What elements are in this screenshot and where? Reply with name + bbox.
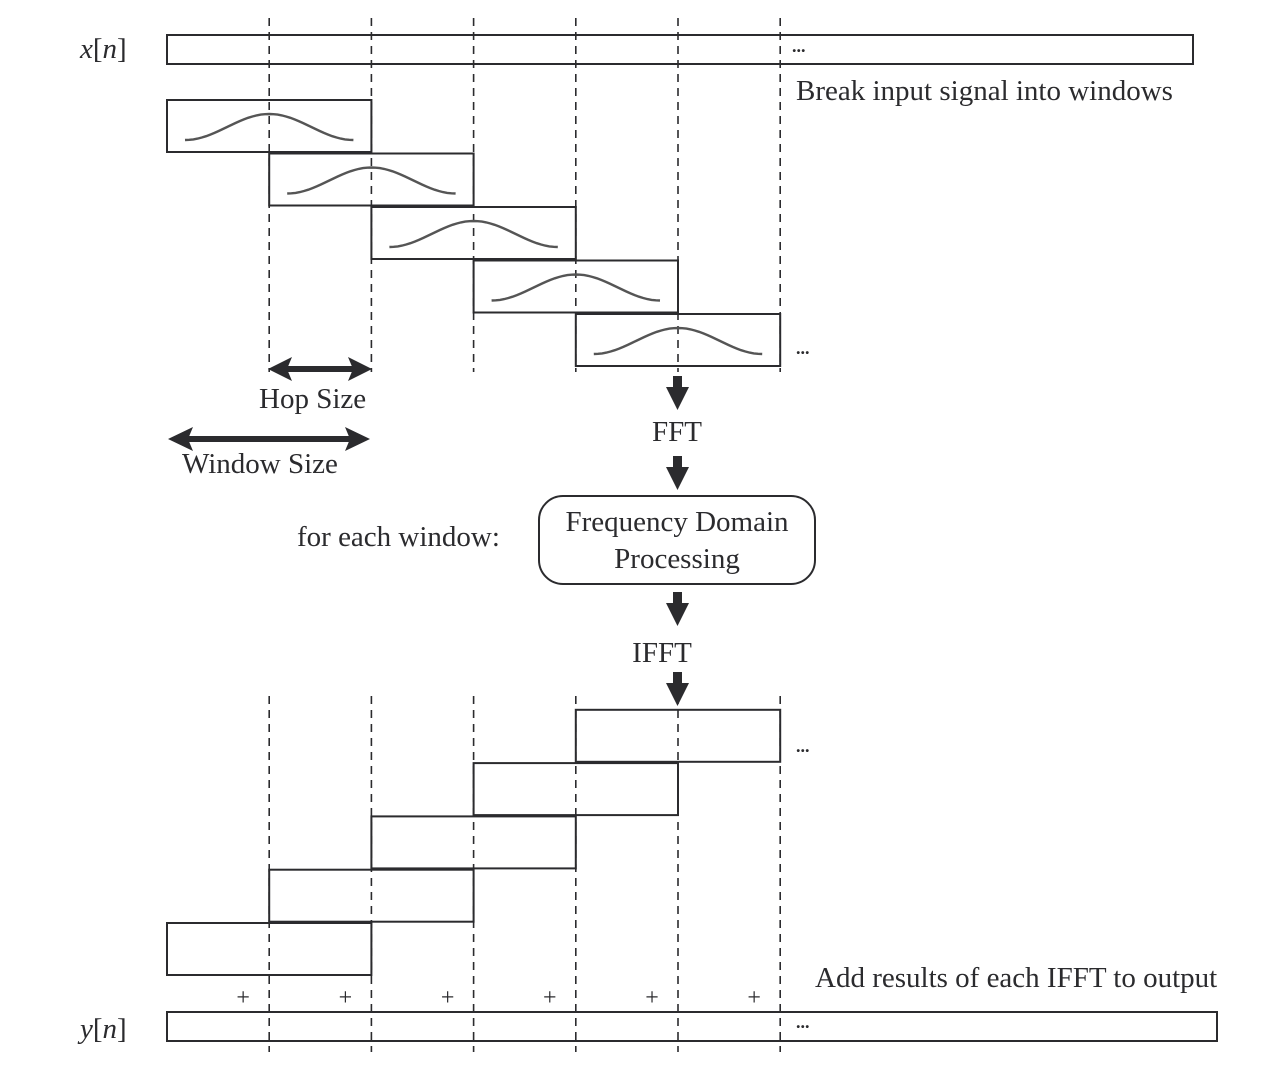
plus-sign: + — [543, 985, 557, 1011]
ifft-output-frame — [166, 922, 373, 976]
ifft-output-frame — [370, 815, 577, 870]
analysis-windows — [166, 99, 782, 367]
window-frame — [268, 152, 475, 207]
window-function-curve — [593, 326, 763, 356]
input-ellipsis: ... — [792, 36, 806, 56]
output-signal-bar — [166, 1011, 1218, 1042]
ifft-arrow-out — [666, 672, 689, 706]
fft-arrow-out — [666, 456, 689, 490]
plus-sign: + — [645, 985, 659, 1011]
window-frame — [166, 99, 373, 153]
overlap-add-plus-signs: + + + + + + — [236, 985, 761, 1011]
process-label-line1: Frequency Domain — [565, 506, 789, 538]
window-function-curve — [184, 112, 354, 142]
window-function-curve — [287, 166, 456, 195]
window-frame — [574, 313, 782, 367]
fft-label: FFT — [652, 416, 702, 448]
ifft-output-frame — [574, 708, 782, 763]
plus-sign: + — [236, 985, 250, 1011]
synthesis-frames — [166, 708, 782, 976]
plus-sign: + — [339, 985, 353, 1011]
input-signal: x[n] ... — [79, 33, 1194, 65]
frequency-domain-processing-box — [538, 495, 816, 585]
hop-size-label: Hop Size — [259, 383, 366, 415]
plus-sign: + — [441, 985, 455, 1011]
plus-sign: + — [747, 985, 761, 1011]
break-caption: Break input signal into windows — [796, 75, 1173, 107]
window-frame — [472, 259, 679, 314]
analysis-window — [166, 99, 373, 153]
synthesis-ellipsis: ... — [796, 736, 810, 756]
window-frame — [370, 206, 577, 260]
window-size-arrow — [168, 427, 370, 451]
input-label: x[n] — [79, 33, 127, 65]
analysis-window — [574, 313, 782, 367]
add-results-caption: Add results of each IFFT to output — [815, 962, 1217, 994]
analysis-window — [472, 259, 679, 314]
window-function-curve — [389, 219, 558, 249]
ifft-output-frame — [472, 762, 679, 817]
output-signal: y[n] ... — [77, 1011, 1218, 1045]
window-size-label: Window Size — [182, 448, 338, 480]
fft-arrow-in — [666, 376, 689, 410]
window-function-curve — [491, 273, 661, 302]
input-signal-bar — [166, 34, 1194, 65]
hop-size-arrow — [268, 357, 372, 381]
output-ellipsis: ... — [796, 1012, 810, 1032]
ifft-arrow-in — [666, 592, 689, 626]
ifft-output-frame — [268, 868, 475, 923]
output-label: y[n] — [77, 1013, 127, 1045]
analysis-window — [268, 152, 475, 207]
process-label-line2: Processing — [614, 543, 740, 575]
ifft-label: IFFT — [632, 637, 692, 669]
for-each-window-label: for each window: — [297, 521, 500, 553]
analysis-ellipsis: ... — [796, 338, 810, 358]
analysis-window — [370, 206, 577, 260]
